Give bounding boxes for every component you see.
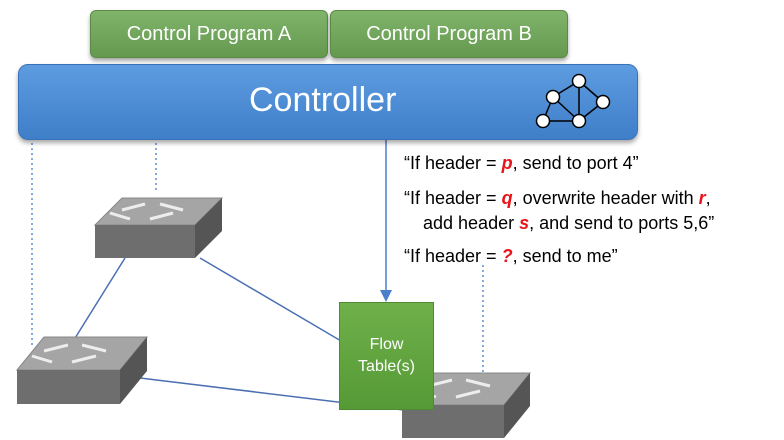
flow-table-line2: Table(s) — [358, 358, 415, 375]
rule-2b-pre: add header — [423, 213, 520, 233]
control-program-b-label: Control Program B — [366, 22, 532, 45]
rule-3-post: , send to me” — [512, 246, 618, 266]
rule-1-var: p — [501, 153, 513, 173]
rule-3-var: ? — [501, 246, 513, 266]
switch-left — [15, 336, 149, 404]
controller-box: Controller — [18, 64, 638, 140]
rule-3: “If header = ?, send to me” — [404, 244, 618, 268]
rule-2-line-2: add header s, and send to ports 5,6” — [423, 211, 714, 235]
rule-2-pre: “If header = — [404, 188, 502, 208]
control-program-a-label: Control Program A — [126, 22, 292, 45]
rule-2-post: , — [705, 188, 711, 208]
rule-2b-var: s — [519, 213, 530, 233]
rule-2-var2: r — [698, 188, 706, 208]
rule-1-post: , send to port 4” — [512, 153, 639, 173]
rule-2b-post: , and send to ports 5,6” — [529, 213, 715, 233]
controller-label: Controller — [249, 81, 397, 119]
rule-2-mid: , overwrite header with — [512, 188, 699, 208]
rule-2-var: q — [501, 188, 513, 208]
switch-top — [93, 197, 224, 258]
network-graph-icon — [535, 73, 611, 129]
flow-table-box: Flow Table(s) — [339, 302, 434, 410]
rule-2-line-1: “If header = q, overwrite header with r, — [404, 186, 711, 210]
rule-3-pre: “If header = — [404, 246, 502, 266]
control-program-b: Control Program B — [330, 10, 568, 58]
switch-right — [400, 372, 532, 438]
rule-1: “If header = p, send to port 4” — [404, 151, 639, 175]
rule-1-pre: “If header = — [404, 153, 502, 173]
flow-table-line1: Flow — [369, 336, 404, 353]
link-top-left — [71, 257, 126, 344]
control-program-a: Control Program A — [90, 10, 328, 58]
